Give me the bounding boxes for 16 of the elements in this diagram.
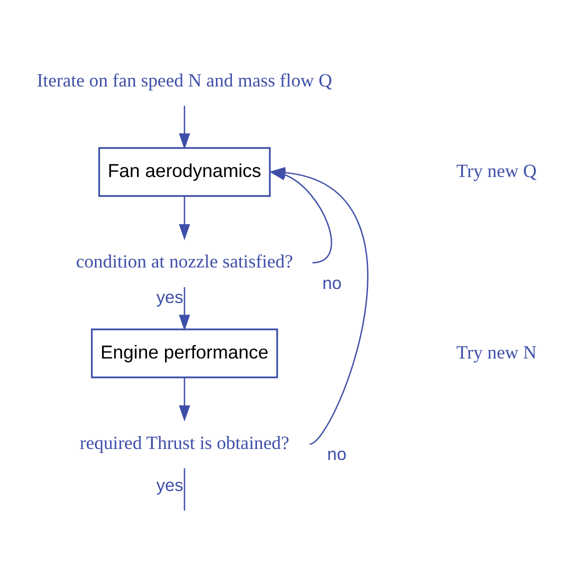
label: Try new N <box>456 342 537 364</box>
label: Try new Q <box>456 160 537 182</box>
node-box: Engine performance <box>90 328 278 378</box>
edge-label: yes <box>156 286 184 307</box>
node-text: Iterate on fan speed N and mass flow Q <box>36 70 332 92</box>
edge-label: yes <box>156 474 184 495</box>
node-text: condition at nozzle satisfied? <box>76 252 294 273</box>
edge-label: no <box>327 444 346 464</box>
arrow <box>178 106 190 150</box>
edge-label: no <box>322 273 342 294</box>
node-text: required Thrust is obtained? <box>80 432 290 454</box>
arrow <box>178 287 190 331</box>
arrow <box>178 378 190 422</box>
arrow <box>178 196 190 240</box>
connector <box>184 468 186 511</box>
node-box: Fan aerodynamics <box>98 147 271 197</box>
